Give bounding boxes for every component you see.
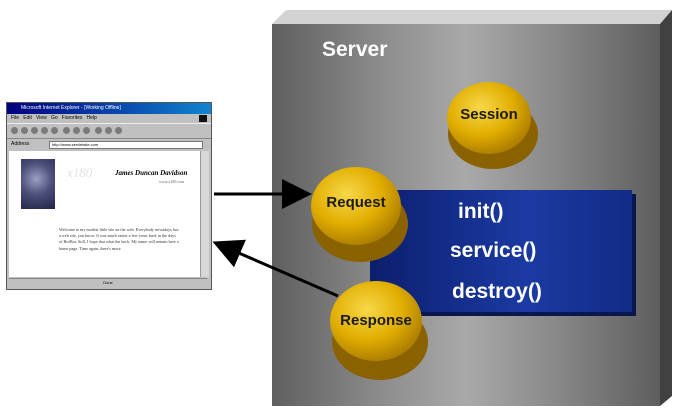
session-coin bbox=[447, 82, 538, 169]
server-title: Server bbox=[322, 38, 388, 61]
search-icon[interactable] bbox=[63, 127, 70, 134]
response-coin bbox=[330, 281, 428, 380]
address-label: Address bbox=[11, 141, 30, 147]
method-service: service() bbox=[450, 239, 537, 262]
menu-view[interactable]: View bbox=[36, 115, 47, 121]
status-bar: Done bbox=[9, 278, 207, 287]
vertical-scrollbar[interactable] bbox=[200, 151, 209, 277]
back-icon[interactable] bbox=[11, 127, 18, 134]
browser-menu-bar: File Edit View Go Favorites Help bbox=[7, 114, 211, 123]
mail-icon[interactable] bbox=[95, 127, 102, 134]
request-coin bbox=[311, 167, 408, 262]
menu-go[interactable]: Go bbox=[50, 115, 58, 121]
address-bar: Address http://www.servletsite.com bbox=[7, 139, 211, 149]
session-label: Session bbox=[460, 106, 518, 123]
request-label: Request bbox=[326, 194, 386, 211]
ie-logo-icon bbox=[199, 115, 207, 122]
print-icon[interactable] bbox=[105, 127, 112, 134]
menu-favorites[interactable]: Favorites bbox=[61, 115, 83, 121]
browser-viewport: x180 James Duncan Davidson www.x180.com … bbox=[9, 151, 201, 277]
home-icon[interactable] bbox=[51, 127, 58, 134]
servlet-box bbox=[370, 190, 632, 312]
author-photo bbox=[21, 159, 55, 209]
menu-help[interactable]: Help bbox=[86, 115, 97, 121]
stop-icon[interactable] bbox=[31, 127, 38, 134]
response-arrow bbox=[212, 239, 339, 298]
address-input[interactable]: http://www.servletsite.com bbox=[49, 141, 203, 149]
page-subtitle: www.x180.com bbox=[159, 179, 185, 184]
method-init: init() bbox=[458, 200, 504, 223]
browser-window: Microsoft Internet Explorer - [Working O… bbox=[6, 102, 212, 290]
page-watermark: x180 bbox=[67, 165, 93, 180]
favorites-icon[interactable] bbox=[73, 127, 80, 134]
refresh-icon[interactable] bbox=[41, 127, 48, 134]
menu-file[interactable]: File bbox=[11, 115, 20, 121]
page-name: James Duncan Davidson bbox=[115, 169, 188, 177]
browser-title-bar: Microsoft Internet Explorer - [Working O… bbox=[7, 103, 211, 114]
forward-icon[interactable] bbox=[21, 127, 28, 134]
page-body-text: Welcome to my modest little site on the … bbox=[59, 227, 179, 251]
browser-toolbar bbox=[7, 123, 211, 139]
menu-edit[interactable]: Edit bbox=[23, 115, 32, 121]
method-destroy: destroy() bbox=[452, 280, 542, 303]
response-label: Response bbox=[340, 312, 412, 329]
history-icon[interactable] bbox=[83, 127, 90, 134]
edit-icon[interactable] bbox=[115, 127, 122, 134]
